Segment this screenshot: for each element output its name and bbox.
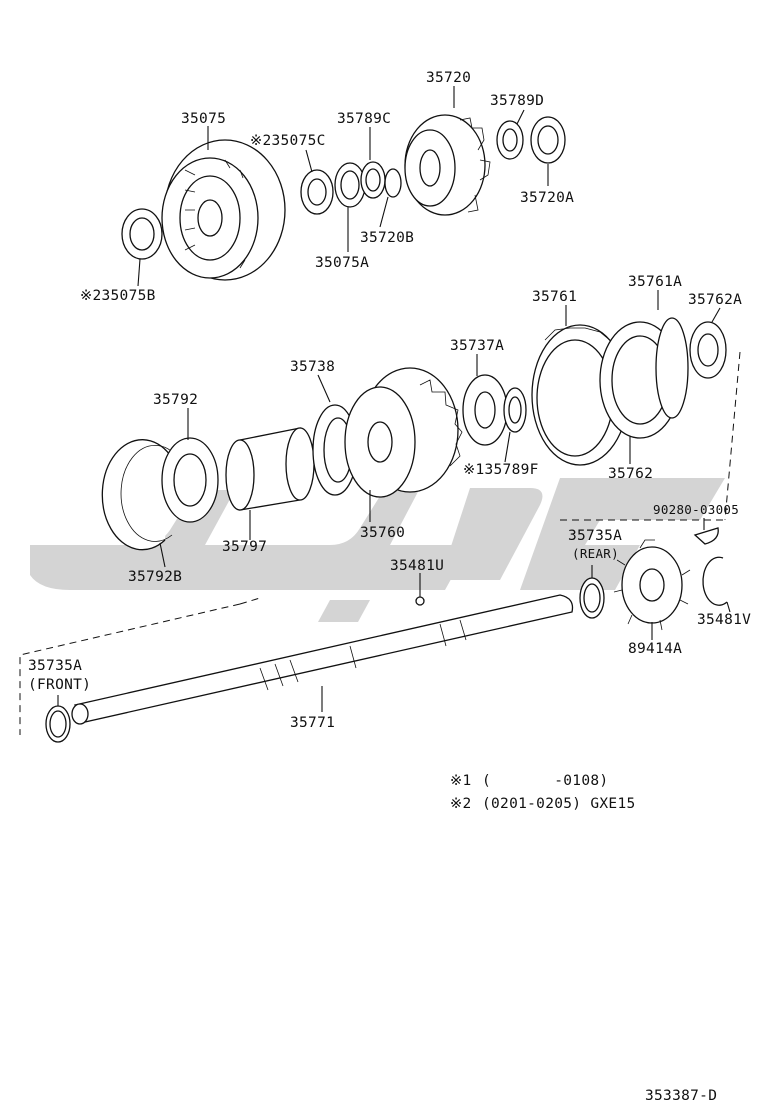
label-35761A: 35761A [628,274,682,290]
part-89414A-rotor [613,539,691,631]
watermark [30,478,725,622]
label-35481U: 35481U [390,558,444,574]
label-90280-03005: 90280-03005 [653,502,739,517]
part-35075-drum [161,139,286,281]
label-35789F: ※135789F [463,462,539,478]
part-35720-gear [404,114,491,216]
label-front-note: (FRONT) [28,677,91,693]
part-35762A-bearing [689,321,727,379]
label-35075B: ※235075B [80,288,156,304]
label-35735A-rear: 35735A [568,528,622,544]
part-35075B-washer [121,208,163,260]
label-35737A: 35737A [450,338,504,354]
label-35738: 35738 [290,359,335,375]
label-35789C: 35789C [337,111,391,127]
footnote-2-text: (0201-0205) GXE15 [482,796,636,812]
footnote-1-mark: ※1 [450,773,471,789]
label-35760: 35760 [360,525,405,541]
part-35737A-plate [462,374,508,446]
label-35762A: 35762A [688,292,742,308]
label-35075C: ※235075C [250,133,326,149]
label-35720A: 35720A [520,190,574,206]
part-35720B-ring [384,168,402,198]
label-35075: 35075 [181,111,226,127]
label-35720: 35720 [426,70,471,86]
label-35792: 35792 [153,392,198,408]
part-90280-03005-key [693,527,719,545]
part-35075A-bearing [334,162,366,208]
part-35735A-front-ring [45,705,71,743]
label-89414A: 89414A [628,641,682,657]
label-35075A: 35075A [315,255,369,271]
part-35797-sleeve [225,427,315,511]
part-35789D-race [496,120,524,160]
part-35075C-washer [300,169,334,215]
footnote-2: ※2 (0201-0205) GXE15 [450,796,636,812]
footnote-2-mark: ※2 [450,796,471,812]
footnote-1-text: ( -0108) [482,773,608,789]
label-rear-note: (REAR) [572,546,619,561]
label-35720B: 35720B [360,230,414,246]
label-35792B: 35792B [128,569,182,585]
part-35735A-rear-ring [579,577,605,619]
part-35720A-bearing [530,116,566,164]
assembly-boundary [19,351,741,735]
part-35771-shaft [71,594,574,725]
footnote-1: ※1 ( -0108) [450,773,608,789]
drawing-number: 353387-D [645,1088,717,1104]
label-35762: 35762 [608,466,653,482]
part-35761A-ring [655,317,689,419]
label-35735A-front: 35735A [28,658,82,674]
label-35481V: 35481V [697,612,751,628]
label-35797: 35797 [222,539,267,555]
part-35760-gear [344,367,463,498]
part-35792-snap-ring [101,439,179,551]
part-35481V-snap-ring [702,556,728,606]
label-35761: 35761 [532,289,577,305]
leader-lines [57,86,731,712]
label-35771: 35771 [290,715,335,731]
part-35789C-race [360,161,386,199]
part-35792-bearing [161,437,219,523]
part-35481U-ball [415,596,425,606]
label-35789D: 35789D [490,93,544,109]
part-35789F-ring [503,387,527,433]
